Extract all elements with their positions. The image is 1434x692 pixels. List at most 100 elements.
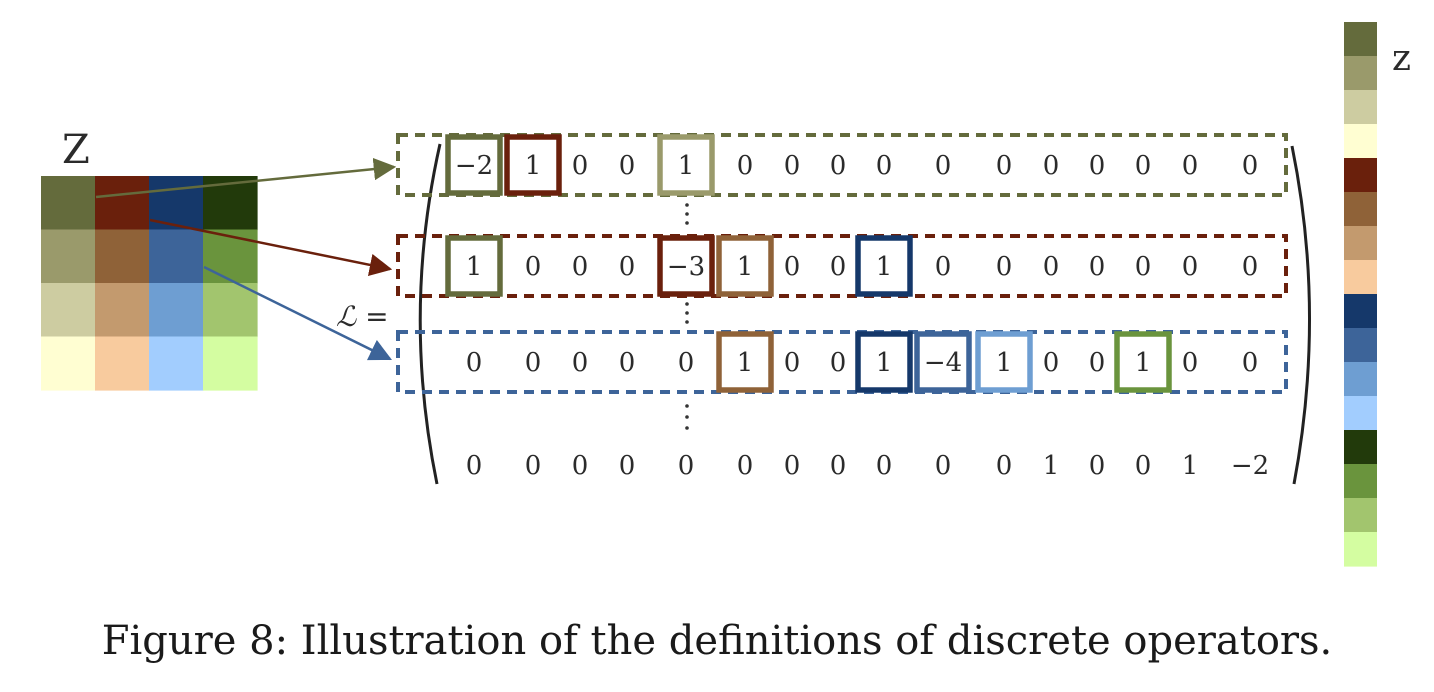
matrix-entry: 1	[876, 252, 893, 282]
vector-cell	[1344, 362, 1377, 397]
matrix-entry: 0	[1182, 252, 1199, 282]
matrix-entry: 0	[525, 451, 542, 481]
entry-box	[657, 134, 715, 196]
matrix-entry: −3	[667, 252, 705, 282]
vector-cell	[1344, 294, 1377, 329]
grid-cell	[149, 229, 204, 284]
matrix-entry: 1	[466, 252, 483, 282]
matrix-entry: 0	[1182, 151, 1199, 181]
grid-cell	[149, 336, 204, 391]
matrix-entry: 0	[1089, 348, 1106, 378]
grid-Z	[41, 176, 258, 391]
entry-box	[975, 331, 1033, 393]
entry-box	[445, 134, 503, 196]
vector-cell	[1344, 226, 1377, 261]
grid-cell	[149, 283, 204, 338]
matrix-entry: 0	[619, 348, 636, 378]
operator-label: ℒ =	[336, 300, 389, 333]
vector-cell	[1344, 498, 1377, 533]
matrix-entry: 0	[1242, 348, 1259, 378]
row-highlight	[396, 330, 1288, 394]
matrix-entry: 0	[737, 451, 754, 481]
grid-cell	[41, 336, 96, 391]
matrix-entry: 0	[830, 151, 847, 181]
matrix-entry: 0	[619, 151, 636, 181]
matrix-entry: 0	[784, 451, 801, 481]
matrix-entry: 0	[737, 151, 754, 181]
matrix-entry: 0	[996, 151, 1013, 181]
row-highlights	[396, 133, 1288, 394]
left-parenthesis	[418, 143, 442, 485]
matrix-entry: 0	[466, 451, 483, 481]
matrix-entry: −2	[455, 151, 493, 181]
matrix-entry: 1	[525, 151, 542, 181]
matrix-entry: −2	[1231, 451, 1269, 481]
matrix-entry: 0	[935, 252, 952, 282]
matrix-entry: 0	[996, 451, 1013, 481]
matrix-entry: 1	[1043, 451, 1060, 481]
vector-cell	[1344, 22, 1377, 57]
matrix-entry: 0	[935, 451, 952, 481]
entry-box	[914, 331, 972, 393]
entry-box	[504, 134, 562, 196]
vector-cell	[1344, 260, 1377, 295]
vertical-ellipsis-2	[685, 302, 689, 324]
arrow-row-2	[149, 218, 393, 276]
vector-cell	[1344, 464, 1377, 499]
vector-z	[1344, 22, 1377, 567]
grid-cell	[41, 229, 96, 284]
matrix-entry: 0	[1089, 151, 1106, 181]
grid-cell	[41, 176, 96, 231]
matrix-entry: 0	[1089, 252, 1106, 282]
matrix-entry: 0	[572, 348, 589, 378]
entry-box	[716, 235, 774, 297]
vector-cell	[1344, 532, 1377, 567]
matrix-entry: 0	[1135, 252, 1152, 282]
matrix-entry: 0	[525, 348, 542, 378]
grid-cell	[41, 283, 96, 338]
vector-label: z	[1392, 38, 1411, 79]
matrix-entry: 0	[466, 348, 483, 378]
matrix-entry: 1	[678, 151, 695, 181]
matrix-entry: 1	[737, 348, 754, 378]
vector-cell	[1344, 90, 1377, 125]
vector-cell	[1344, 56, 1377, 91]
vector-cell	[1344, 192, 1377, 227]
matrix-entry: 0	[1043, 348, 1060, 378]
matrix-entry: 0	[830, 451, 847, 481]
matrix-entry: 1	[1182, 451, 1199, 481]
vertical-ellipsis-3	[685, 404, 689, 430]
matrix-entry: −4	[924, 348, 962, 378]
matrix-entry: 0	[619, 252, 636, 282]
grid-label: Z	[62, 127, 90, 173]
matrix-entry: 0	[996, 252, 1013, 282]
matrix-entry: 0	[678, 451, 695, 481]
entry-box	[716, 331, 774, 393]
grid-cell	[203, 283, 258, 338]
grid-cell	[203, 229, 258, 284]
matrix-entry: 0	[678, 348, 695, 378]
matrix-entry: 0	[1043, 252, 1060, 282]
matrix-entry: 0	[619, 451, 636, 481]
vertical-ellipsis-1	[685, 203, 689, 225]
grid-cell	[95, 283, 150, 338]
entry-box	[855, 331, 913, 393]
matrix-entry: 0	[784, 348, 801, 378]
matrix-entry: 1	[876, 348, 893, 378]
matrix-entry: 0	[830, 348, 847, 378]
row-highlight	[396, 133, 1288, 197]
matrix-entry: 0	[525, 252, 542, 282]
grid-cell	[95, 229, 150, 284]
matrix-entry: 0	[935, 151, 952, 181]
grid-cell	[95, 336, 150, 391]
vector-cell	[1344, 124, 1377, 159]
figure-caption: Figure 8: Illustration of the definition…	[101, 618, 1333, 664]
vector-cell	[1344, 158, 1377, 193]
matrix-entry: 0	[572, 151, 589, 181]
matrix-entry: 0	[1089, 451, 1106, 481]
matrix-entry: 0	[1043, 151, 1060, 181]
row-highlight	[396, 234, 1288, 298]
grid-cell	[203, 336, 258, 391]
vector-cell	[1344, 396, 1377, 431]
